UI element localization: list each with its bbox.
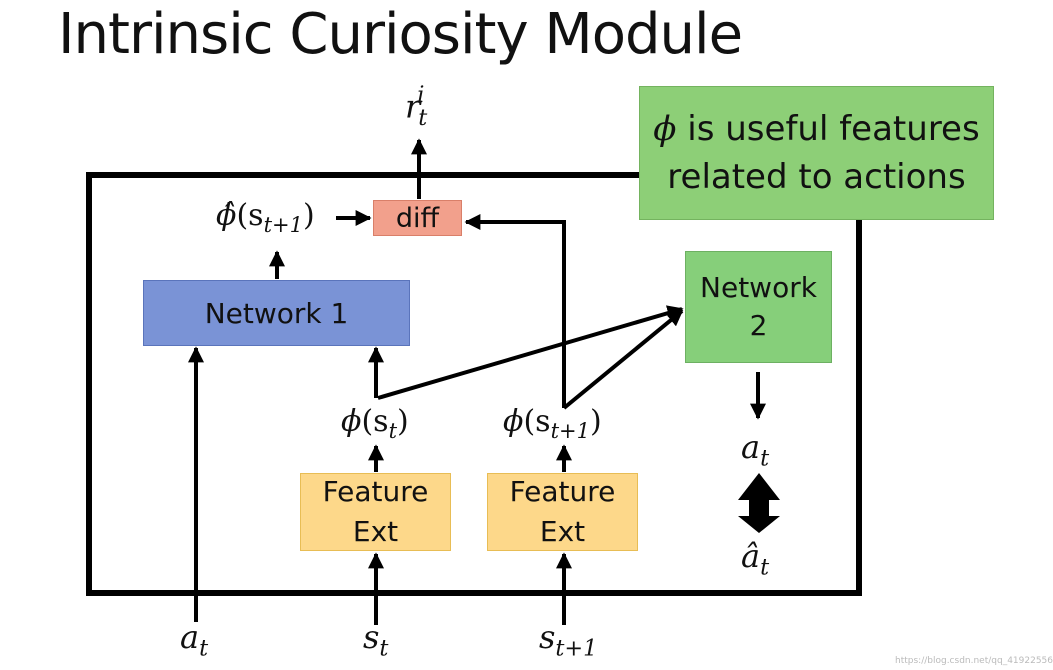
- note-line2: related to actions: [667, 157, 966, 197]
- feature-ext-2-line1: Feature: [509, 475, 616, 508]
- diff-label: diff: [395, 202, 440, 234]
- input-st1-label: st+1: [539, 618, 598, 662]
- phi-hat-next-state-label: ϕ̂(st+1): [216, 198, 315, 237]
- arrow-phi-st1-to-diff: [464, 214, 566, 408]
- feature-ext-box-2: Feature Ext: [487, 473, 638, 551]
- phi-symbol: ϕ: [653, 109, 677, 149]
- phi-explanation-note: ϕ is useful features related to actions: [639, 86, 994, 220]
- watermark: https://blog.csdn.net/qq_41922556: [895, 656, 1053, 666]
- diagram-connectors: [86, 138, 862, 625]
- diff-box: diff: [373, 200, 462, 236]
- phi-st-label: ϕ(st): [341, 404, 409, 443]
- feature-ext-1-line2: Ext: [352, 515, 399, 548]
- network2-box: Network 2: [685, 251, 832, 363]
- feature-ext-2-line2: Ext: [539, 515, 586, 548]
- feature-ext-box-1: Feature Ext: [300, 473, 451, 551]
- arrow-phi-st1-to-network2: [562, 309, 684, 410]
- module-frame: [86, 172, 862, 596]
- note-line1: is useful features: [676, 109, 980, 149]
- compare-double-arrow: [738, 473, 780, 533]
- phi-st1-label: ϕ(st+1): [503, 404, 602, 443]
- network1-label: Network 1: [204, 296, 349, 330]
- arrow-phi-st-to-network2: [377, 305, 684, 400]
- slide: Intrinsic Curiosity Module: [58, 2, 1053, 666]
- network2-label-line2: 2: [749, 309, 768, 342]
- slide-title: Intrinsic Curiosity Module: [58, 2, 743, 67]
- predicted-action-at-label: at: [741, 428, 770, 472]
- network1-box: Network 1: [143, 280, 410, 346]
- input-st-label: st: [363, 618, 389, 662]
- intrinsic-reward-label: rti: [405, 82, 428, 132]
- input-at-label: at: [180, 618, 209, 662]
- a-hat-t-label: ât: [741, 537, 770, 581]
- network2-label-line1: Network: [700, 271, 817, 304]
- feature-ext-1-line1: Feature: [322, 475, 429, 508]
